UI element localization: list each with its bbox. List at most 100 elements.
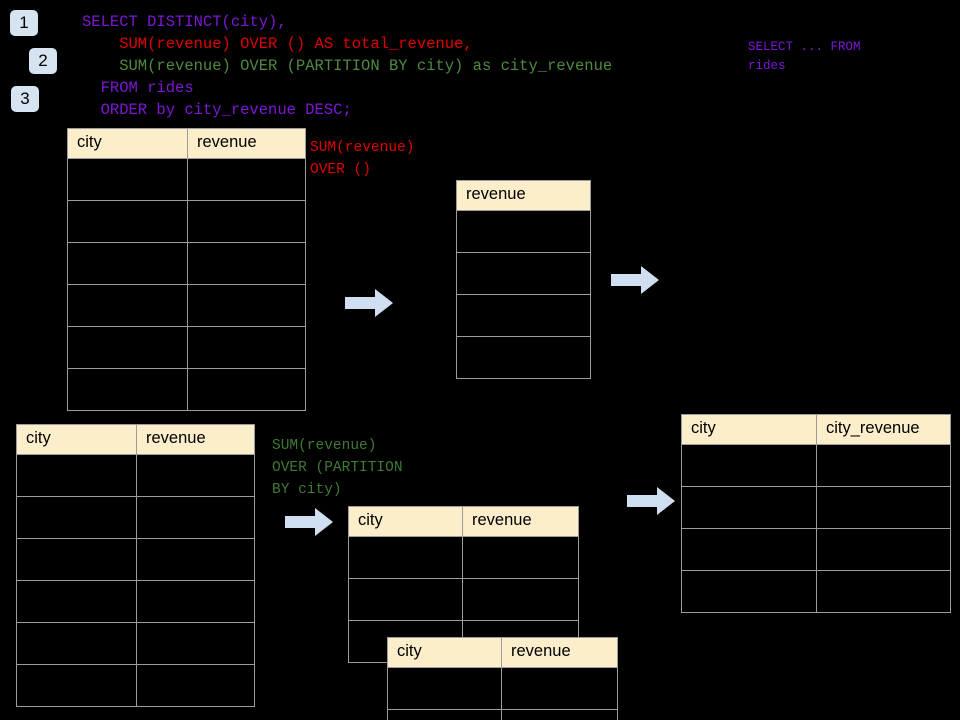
table-row — [67, 200, 306, 243]
cell-city — [387, 709, 502, 720]
column-header-city: city — [67, 128, 188, 159]
table-row — [67, 242, 306, 285]
cell-revenue — [462, 536, 579, 579]
cell-city — [67, 368, 188, 411]
cell-revenue — [136, 454, 255, 497]
cell-revenue — [456, 336, 591, 379]
cell-city — [348, 536, 463, 579]
cell-revenue — [187, 284, 306, 327]
cell-revenue — [187, 326, 306, 369]
cell-revenue — [456, 252, 591, 295]
cell-revenue — [136, 496, 255, 539]
table-row — [387, 667, 618, 710]
cell-city — [681, 486, 817, 529]
table-row — [456, 210, 591, 253]
sql-line-1: SELECT DISTINCT(city), — [82, 13, 287, 31]
table-row — [16, 580, 255, 623]
cell-revenue — [187, 242, 306, 285]
sql-line-3: SUM(revenue) OVER (PARTITION BY city) as… — [82, 57, 613, 75]
cell-revenue — [187, 368, 306, 411]
table-row — [67, 284, 306, 327]
cell-city-revenue — [816, 570, 951, 613]
cell-city — [348, 578, 463, 621]
table-row — [681, 444, 951, 487]
column-header-city: city — [681, 414, 817, 445]
table-header-row: city revenue — [348, 506, 579, 537]
column-header-revenue: revenue — [136, 424, 255, 455]
table-row — [456, 336, 591, 379]
cell-revenue — [501, 709, 618, 720]
table-row — [681, 570, 951, 613]
column-header-revenue: revenue — [462, 506, 579, 537]
table-row — [456, 294, 591, 337]
cell-city — [387, 667, 502, 710]
partition-group-table-front: city revenue — [387, 637, 618, 720]
sql-line-4: FROM rides — [82, 79, 194, 97]
arrow-source-to-total — [345, 289, 393, 317]
cell-revenue — [456, 210, 591, 253]
cell-city — [67, 326, 188, 369]
table-row — [387, 709, 618, 720]
column-header-city: city — [348, 506, 463, 537]
total-revenue-table: revenue — [456, 180, 591, 379]
table-row — [16, 496, 255, 539]
cell-revenue — [136, 580, 255, 623]
cell-city — [67, 284, 188, 327]
table-header-row: city revenue — [67, 128, 306, 159]
column-header-revenue: revenue — [456, 180, 591, 211]
column-header-city-revenue: city_revenue — [816, 414, 951, 445]
arrow-total-to-final — [611, 266, 659, 294]
table-row — [348, 536, 579, 579]
table-row — [16, 538, 255, 581]
cell-city — [67, 242, 188, 285]
arrow-partition-to-final — [627, 487, 675, 515]
cell-city — [16, 454, 137, 497]
cell-revenue — [501, 667, 618, 710]
step-badge-3: 3 — [11, 86, 39, 112]
cell-revenue — [136, 538, 255, 581]
column-header-city: city — [16, 424, 137, 455]
column-header-city: city — [387, 637, 502, 668]
cell-city — [681, 528, 817, 571]
table-row — [348, 578, 579, 621]
cell-city — [16, 580, 137, 623]
cell-revenue — [136, 664, 255, 707]
table-row — [16, 454, 255, 497]
cell-revenue — [136, 622, 255, 665]
table-row — [16, 622, 255, 665]
column-header-revenue: revenue — [501, 637, 618, 668]
table-row — [681, 528, 951, 571]
table-header-row: revenue — [456, 180, 591, 211]
cell-revenue — [187, 158, 306, 201]
cell-revenue — [187, 200, 306, 243]
table-row — [67, 158, 306, 201]
cell-city — [16, 664, 137, 707]
step-badge-1: 1 — [10, 10, 38, 36]
table-header-row: city revenue — [387, 637, 618, 668]
column-header-revenue: revenue — [187, 128, 306, 159]
sql-line-2: SUM(revenue) OVER () AS total_revenue, — [82, 35, 473, 53]
annotation-total-revenue: SUM(revenue) OVER () — [310, 140, 415, 178]
table-header-row: city city_revenue — [681, 414, 951, 445]
cell-city — [16, 622, 137, 665]
cell-city — [16, 496, 137, 539]
cell-city-revenue — [816, 444, 951, 487]
city-revenue-result-table: city city_revenue — [681, 414, 951, 613]
cell-city — [681, 570, 817, 613]
cell-city — [681, 444, 817, 487]
cell-city — [67, 200, 188, 243]
cell-city-revenue — [816, 528, 951, 571]
cell-revenue — [456, 294, 591, 337]
table-row — [67, 326, 306, 369]
rides-source-table: city revenue — [67, 128, 306, 411]
table-header-row: city revenue — [16, 424, 255, 455]
sql-line-5: ORDER by city_revenue DESC; — [82, 101, 352, 119]
table-row — [456, 252, 591, 295]
annotation-city-revenue: SUM(revenue) OVER (PARTITION BY city) — [272, 438, 403, 498]
cell-city — [67, 158, 188, 201]
step-badge-2: 2 — [29, 48, 57, 74]
table-row — [16, 664, 255, 707]
rides-source-table-partitioned: city revenue — [16, 424, 255, 707]
arrow-source-to-partition — [285, 508, 333, 536]
